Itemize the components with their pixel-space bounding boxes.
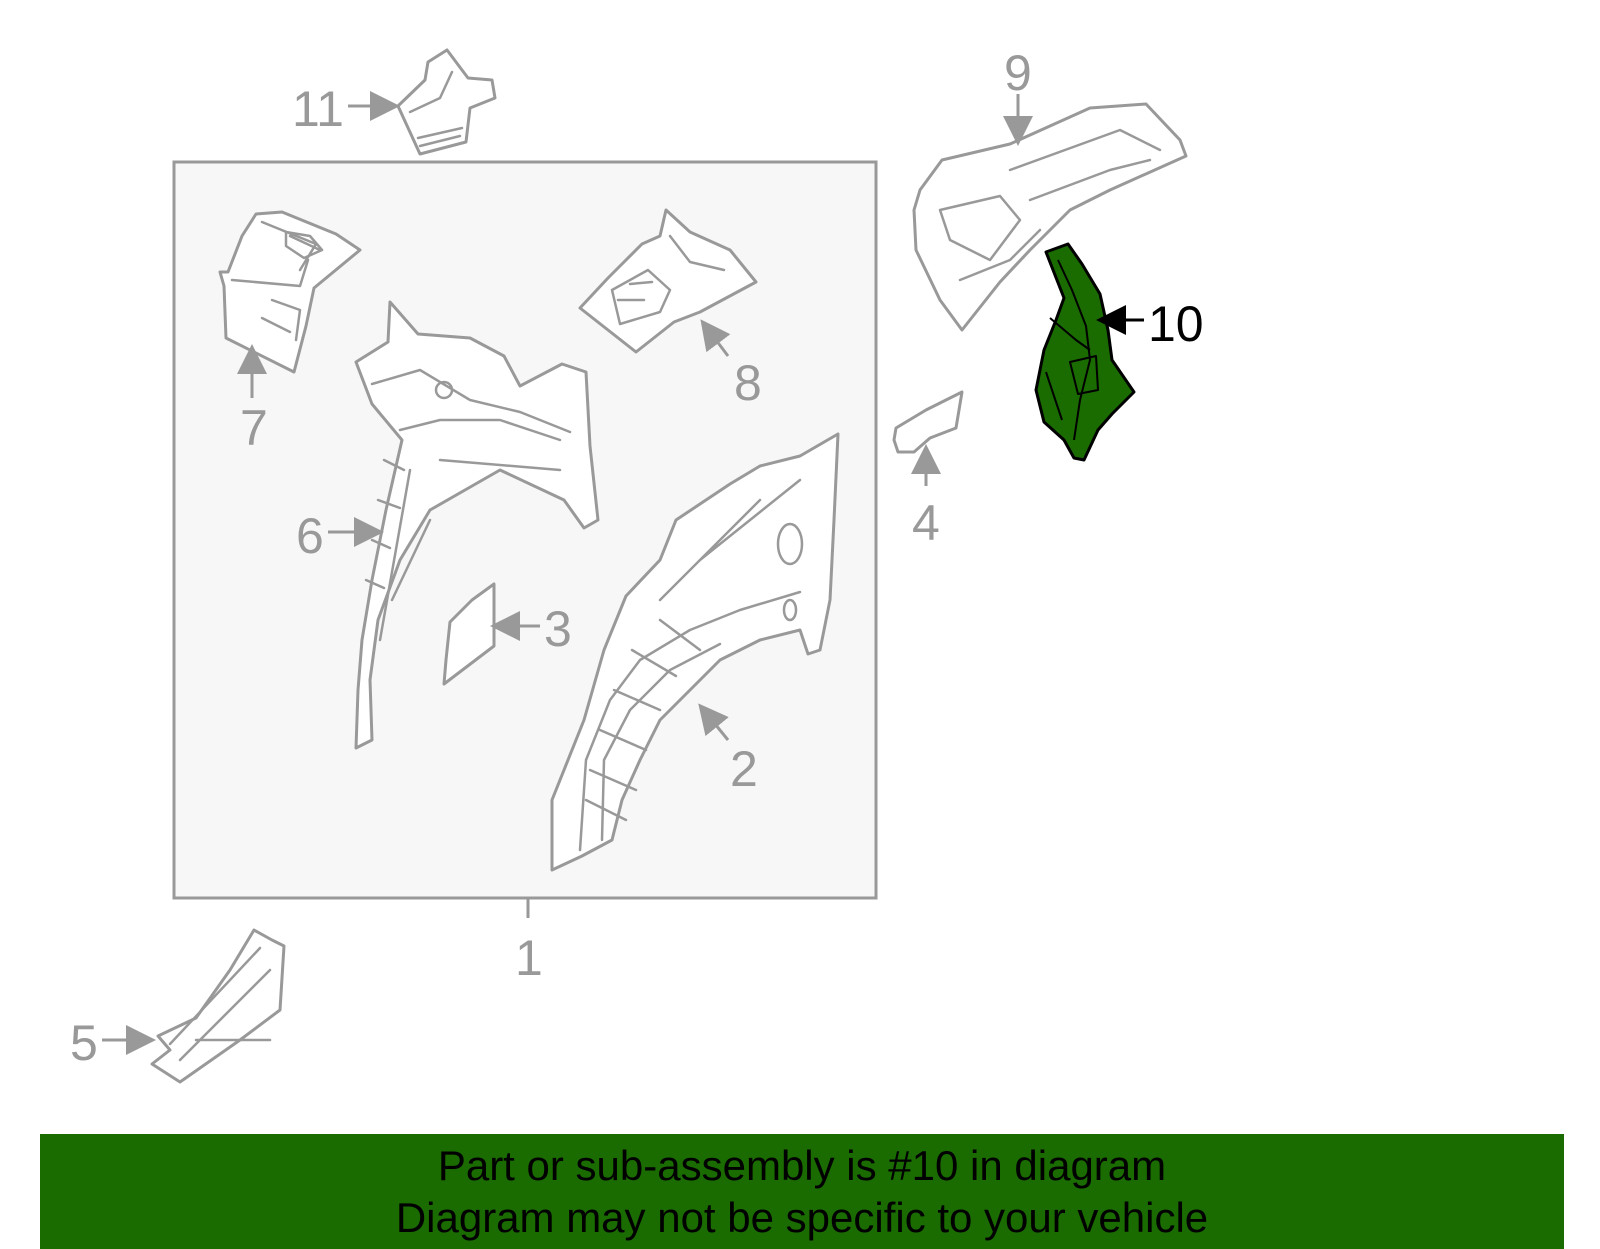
part-8[interactable] xyxy=(578,208,758,354)
callout-4: 4 xyxy=(912,495,940,551)
callout-9: 9 xyxy=(1004,45,1032,101)
callout-10: 10 xyxy=(1148,296,1204,352)
callout-6: 6 xyxy=(296,508,324,564)
callout-1: 1 xyxy=(515,930,543,986)
part-4[interactable] xyxy=(892,390,964,454)
part-3[interactable] xyxy=(442,582,496,686)
callout-7: 7 xyxy=(240,400,268,456)
callout-3: 3 xyxy=(544,601,572,657)
callout-11: 11 xyxy=(292,81,344,137)
part-7[interactable] xyxy=(218,210,362,374)
callout-5: 5 xyxy=(70,1015,98,1071)
part-11[interactable] xyxy=(396,48,497,156)
part-2[interactable] xyxy=(550,432,840,872)
part-9[interactable] xyxy=(912,102,1188,332)
part-5[interactable] xyxy=(150,928,286,1084)
leader-8 xyxy=(700,319,731,357)
leader-2 xyxy=(698,703,730,741)
info-banner: Part or sub-assembly is #10 in diagram D… xyxy=(40,1134,1564,1249)
callout-8: 8 xyxy=(734,355,762,411)
part-10-highlighted[interactable] xyxy=(1034,242,1136,462)
callout-2: 2 xyxy=(730,741,758,797)
part-6[interactable] xyxy=(354,300,600,750)
banner-line-2: Diagram may not be specific to your vehi… xyxy=(395,1193,1209,1241)
banner-line-1: Part or sub-assembly is #10 in diagram xyxy=(437,1141,1167,1189)
